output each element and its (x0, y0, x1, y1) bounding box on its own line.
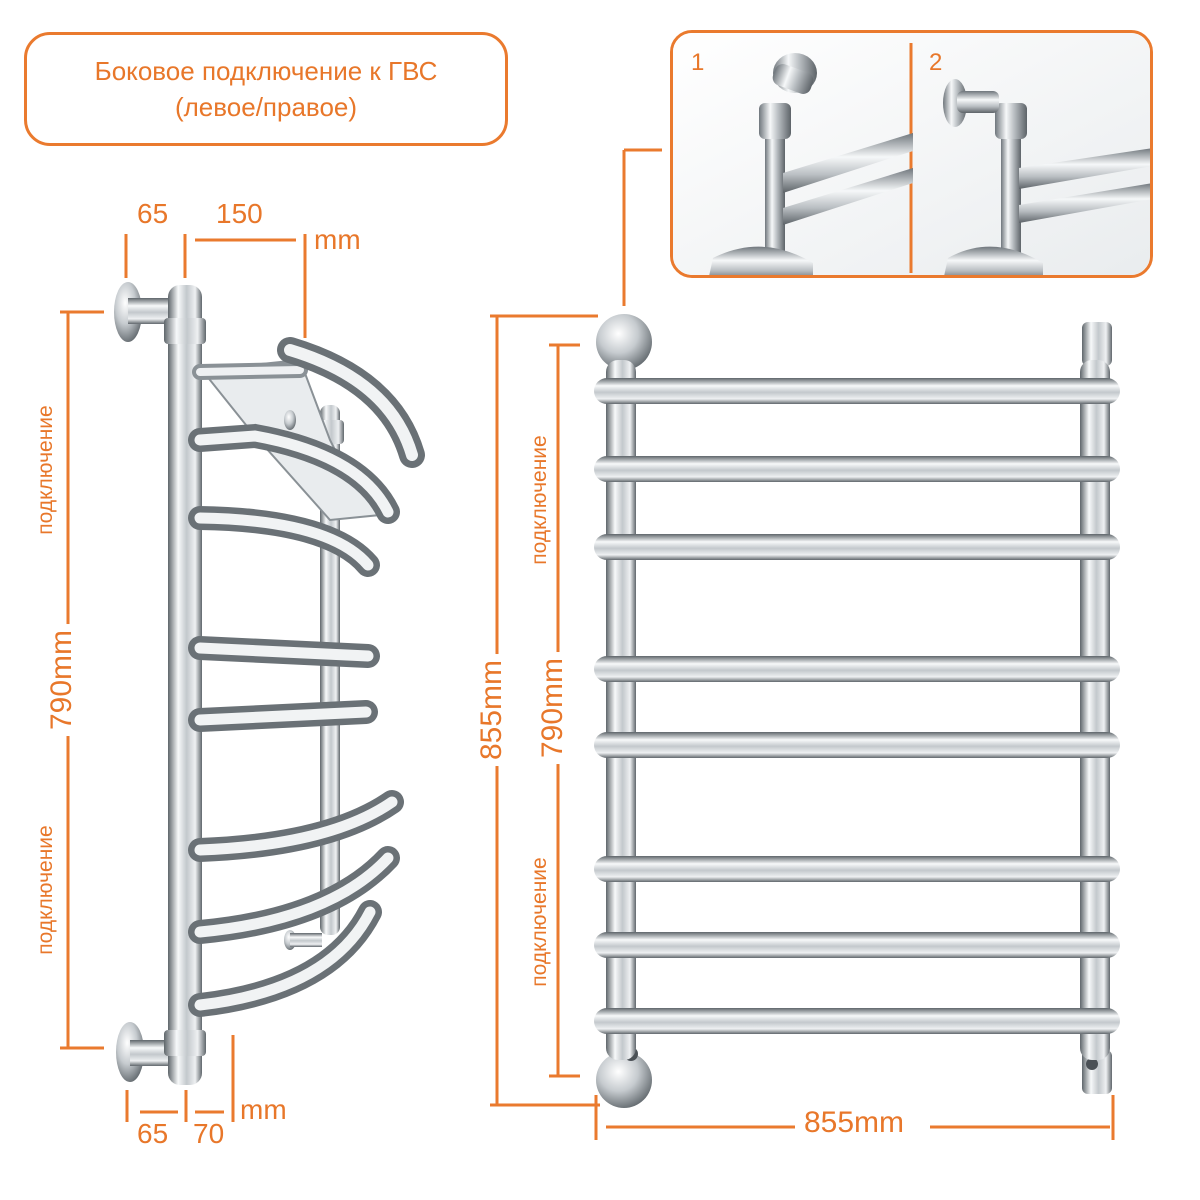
side-top-unit: mm (314, 224, 361, 255)
side-bottom-depth-65: 65 (137, 1118, 169, 1149)
title-line-2: (левое/правое) (174, 92, 358, 122)
option-1-label: 1 (691, 49, 705, 76)
side-bottom-unit: mm (240, 1094, 287, 1125)
front-total-height-855: 855mm (475, 653, 509, 767)
side-connection-upper: подключение (34, 405, 57, 535)
front-connection-lower: подключение (528, 857, 551, 987)
option-2-label: 2 (929, 49, 943, 76)
front-axis-height-790: 790mm (536, 651, 570, 765)
side-view-rail (114, 282, 425, 1085)
title-line-1: Боковое подключение к ГВС (94, 56, 438, 86)
connection-options-illustration (673, 33, 1150, 275)
front-connection-upper: подключение (528, 435, 551, 565)
connection-options-panel: 1 2 (670, 30, 1153, 278)
side-top-depth-65: 65 (137, 198, 169, 229)
side-top-depth-150: 150 (216, 198, 263, 229)
side-bottom-depth-70: 70 (193, 1118, 225, 1149)
front-width-855: 855mm (804, 1106, 905, 1139)
front-view-rail (594, 314, 1120, 1108)
option-1-fitting (709, 53, 913, 275)
option-2-fitting (943, 79, 1150, 275)
side-connection-lower: подключение (34, 825, 57, 955)
title-box: Боковое подключение к ГВС (левое/правое) (24, 32, 508, 146)
side-height-790: 790mm (45, 623, 79, 737)
